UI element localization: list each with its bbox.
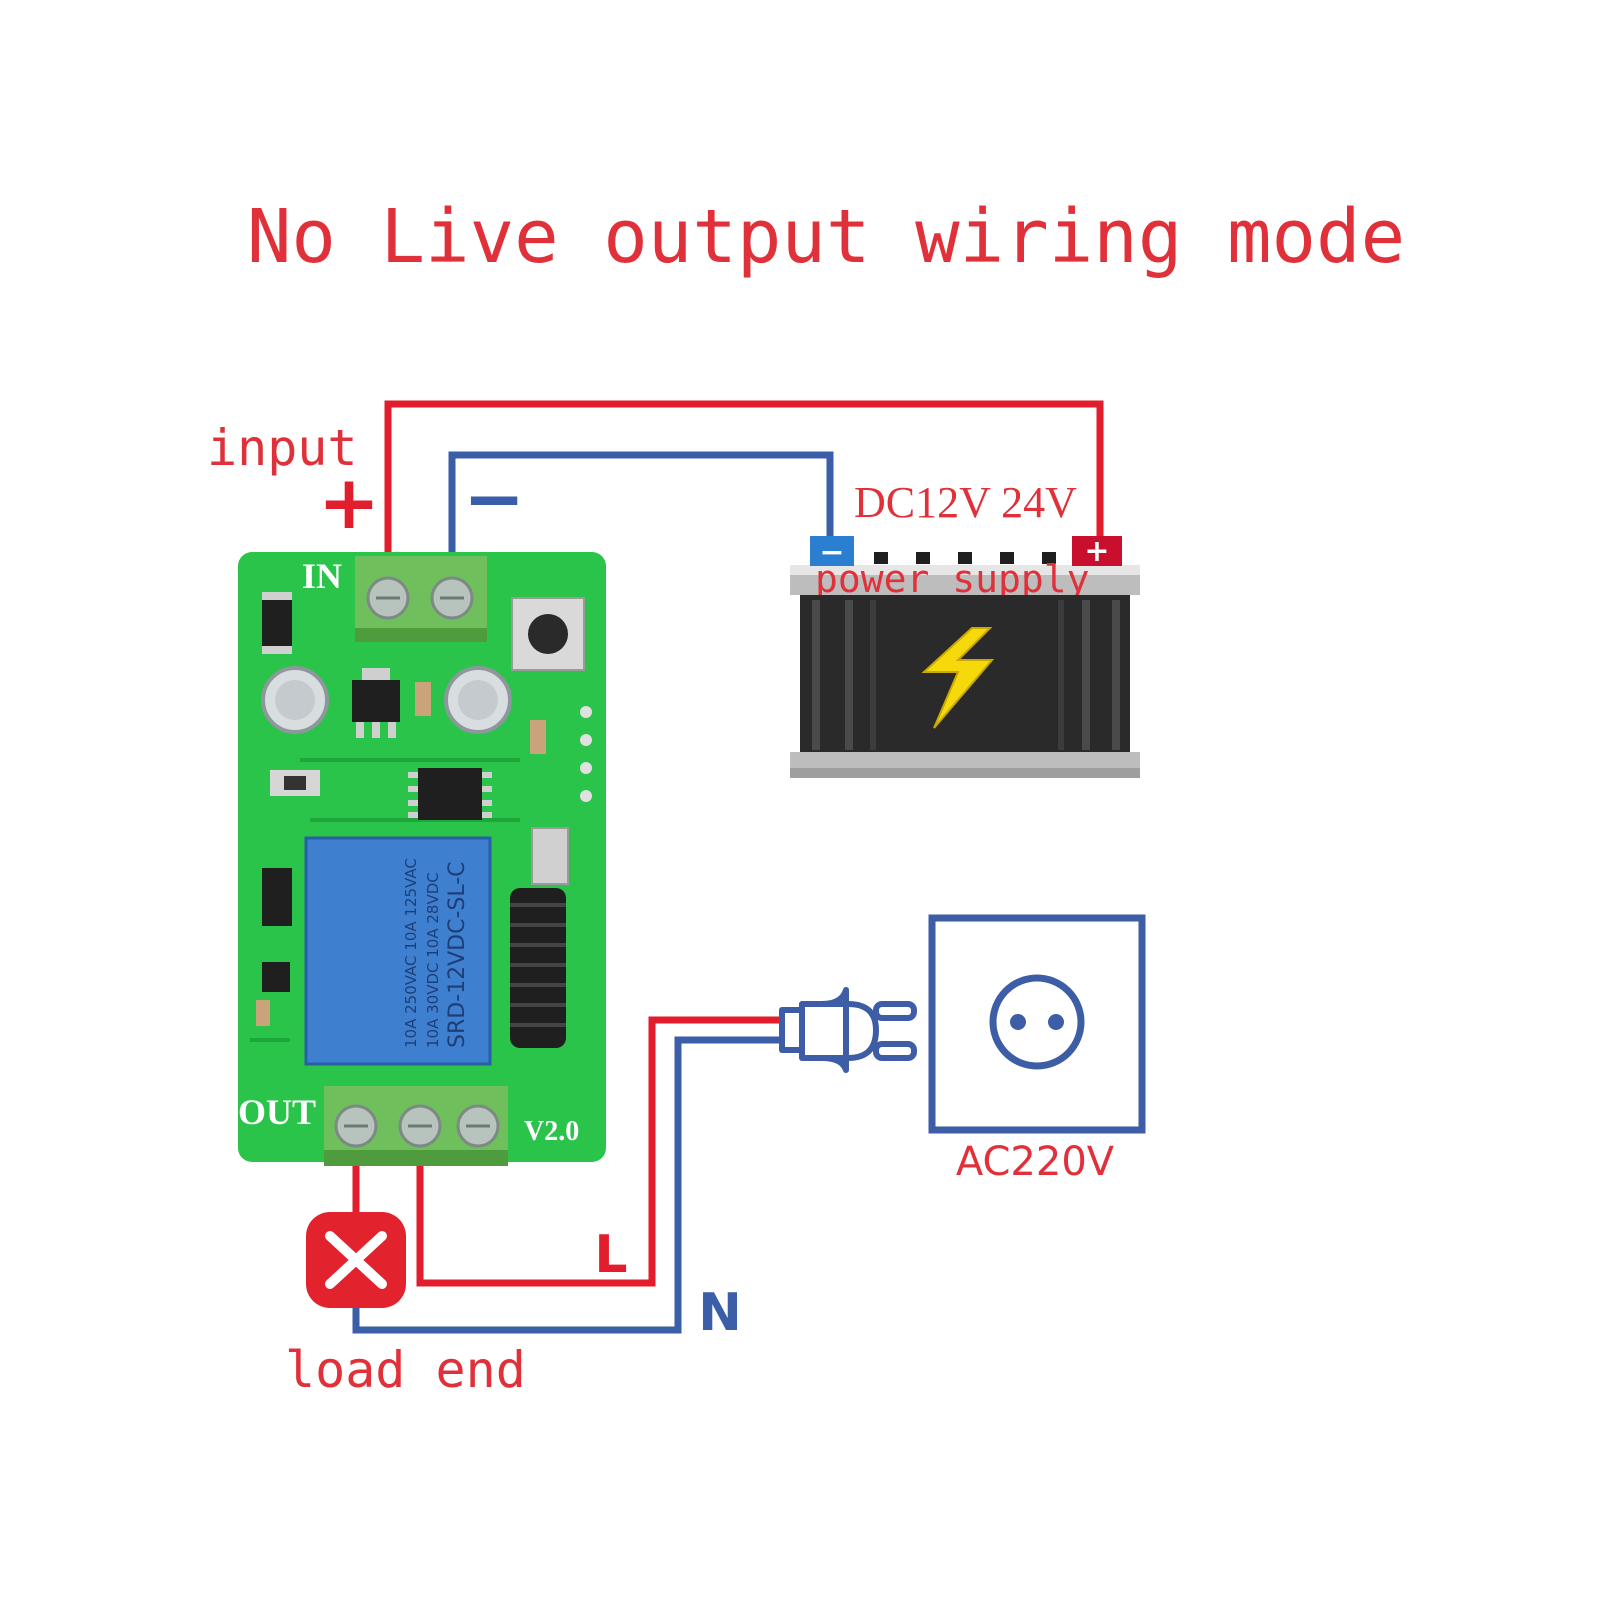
relay-rating-line-2: 10A 30VDC 10A 28VDC — [424, 872, 442, 1048]
load-x-icon — [306, 1212, 406, 1308]
dc-voltage-label: DC12V 24V — [854, 478, 1077, 527]
live-wire — [416, 1016, 782, 1287]
battery-negative-symbol: − — [819, 535, 844, 570]
input-plus-symbol: + — [318, 460, 380, 546]
neutral-label: N — [698, 1283, 742, 1343]
dc-negative-wire — [448, 451, 834, 555]
plug-icon — [779, 987, 917, 1073]
battery-positive-symbol: + — [1084, 534, 1109, 569]
ac-voltage-label: AC220V — [956, 1139, 1115, 1185]
diagram-title: No Live output wiring mode — [247, 194, 1405, 280]
battery-positive-terminal — [1072, 536, 1122, 566]
relay-board: IN — [238, 552, 606, 1166]
socket-icon — [928, 914, 1146, 1134]
power-supply-label: power supply — [815, 557, 1090, 601]
ic-chip — [418, 768, 482, 820]
board-out-label: OUT — [238, 1092, 316, 1132]
dc-positive-wire — [384, 400, 1104, 555]
dc-power-supply: − + power supply — [790, 534, 1140, 778]
input-label: input — [207, 419, 358, 477]
antenna-coil — [510, 888, 566, 1048]
board-version-label: V2.0 — [524, 1116, 579, 1147]
lightning-icon — [921, 627, 995, 729]
relay-rating-line-1: 10A 250VAC 10A 125VAC — [402, 858, 420, 1048]
load-end-label: load end — [285, 1341, 526, 1399]
neutral-wire — [352, 1036, 782, 1334]
board-in-label: IN — [302, 556, 342, 596]
relay-model-text: SRD-12VDC-SL-C — [445, 861, 470, 1048]
input-minus-symbol: − — [463, 456, 525, 542]
live-label: L — [594, 1225, 627, 1285]
battery-negative-terminal — [810, 536, 854, 566]
relay — [306, 838, 490, 1064]
